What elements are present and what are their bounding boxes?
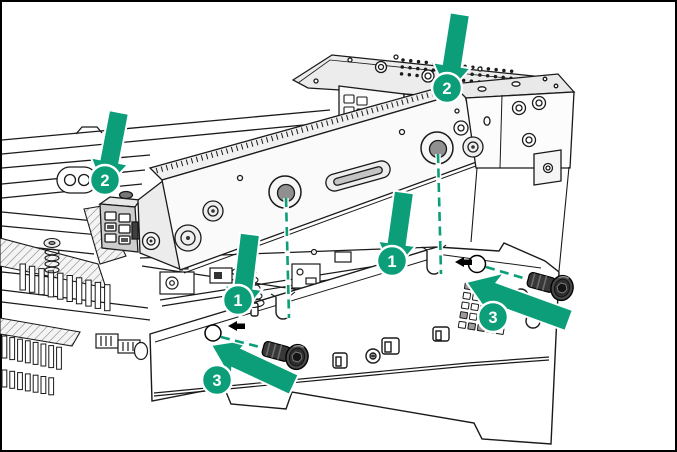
heatsink-thumbscrew xyxy=(43,237,61,274)
step-callout-label: 2 xyxy=(442,80,451,98)
cage-slot xyxy=(325,160,391,192)
heatsink-top xyxy=(0,317,81,347)
cage-screw-boss xyxy=(118,190,134,200)
main-riser-cage xyxy=(98,73,576,274)
torx-screw xyxy=(365,348,381,364)
cage-left-end-box xyxy=(98,190,142,253)
step-callout-label: 3 xyxy=(212,372,221,390)
alignment-guide xyxy=(284,197,291,319)
alignment-guide-layer xyxy=(220,153,548,356)
heatsink-fins xyxy=(1,335,62,370)
rail-tab xyxy=(75,126,103,135)
cage-latch xyxy=(131,221,139,240)
cage-right-block xyxy=(450,73,576,272)
step-callout: 1 xyxy=(375,244,409,278)
system-board-components xyxy=(159,248,352,295)
screw-hole-layer xyxy=(204,254,487,342)
callout-layer: 2 2 1 1 3 3 xyxy=(88,71,510,397)
step-callout-label: 2 xyxy=(100,172,109,190)
alignment-guide xyxy=(436,153,443,275)
step-callout-label: 1 xyxy=(387,253,396,271)
screw xyxy=(526,271,574,302)
step-callout-label: 3 xyxy=(488,309,497,327)
screw-hole xyxy=(204,324,222,342)
board-oval-hole xyxy=(133,341,149,361)
heatsinks xyxy=(0,205,265,396)
screw-marker-icon xyxy=(228,321,245,331)
screw-marker-icon xyxy=(455,257,472,267)
step-callout: 1 xyxy=(221,283,255,317)
step-callout: 2 xyxy=(430,71,464,105)
wall-latch-cutouts xyxy=(332,326,450,369)
alignment-guide xyxy=(485,265,548,287)
step-callout: 2 xyxy=(88,163,122,197)
heatsink-fins xyxy=(1,369,55,396)
screw-layer xyxy=(261,271,574,371)
heatsink-fins xyxy=(19,263,111,312)
step-callout: 3 xyxy=(200,363,234,397)
alignment-guide xyxy=(220,335,284,355)
step-callout: 3 xyxy=(476,300,510,334)
step-callout-label: 1 xyxy=(233,292,242,310)
screw xyxy=(261,340,309,371)
